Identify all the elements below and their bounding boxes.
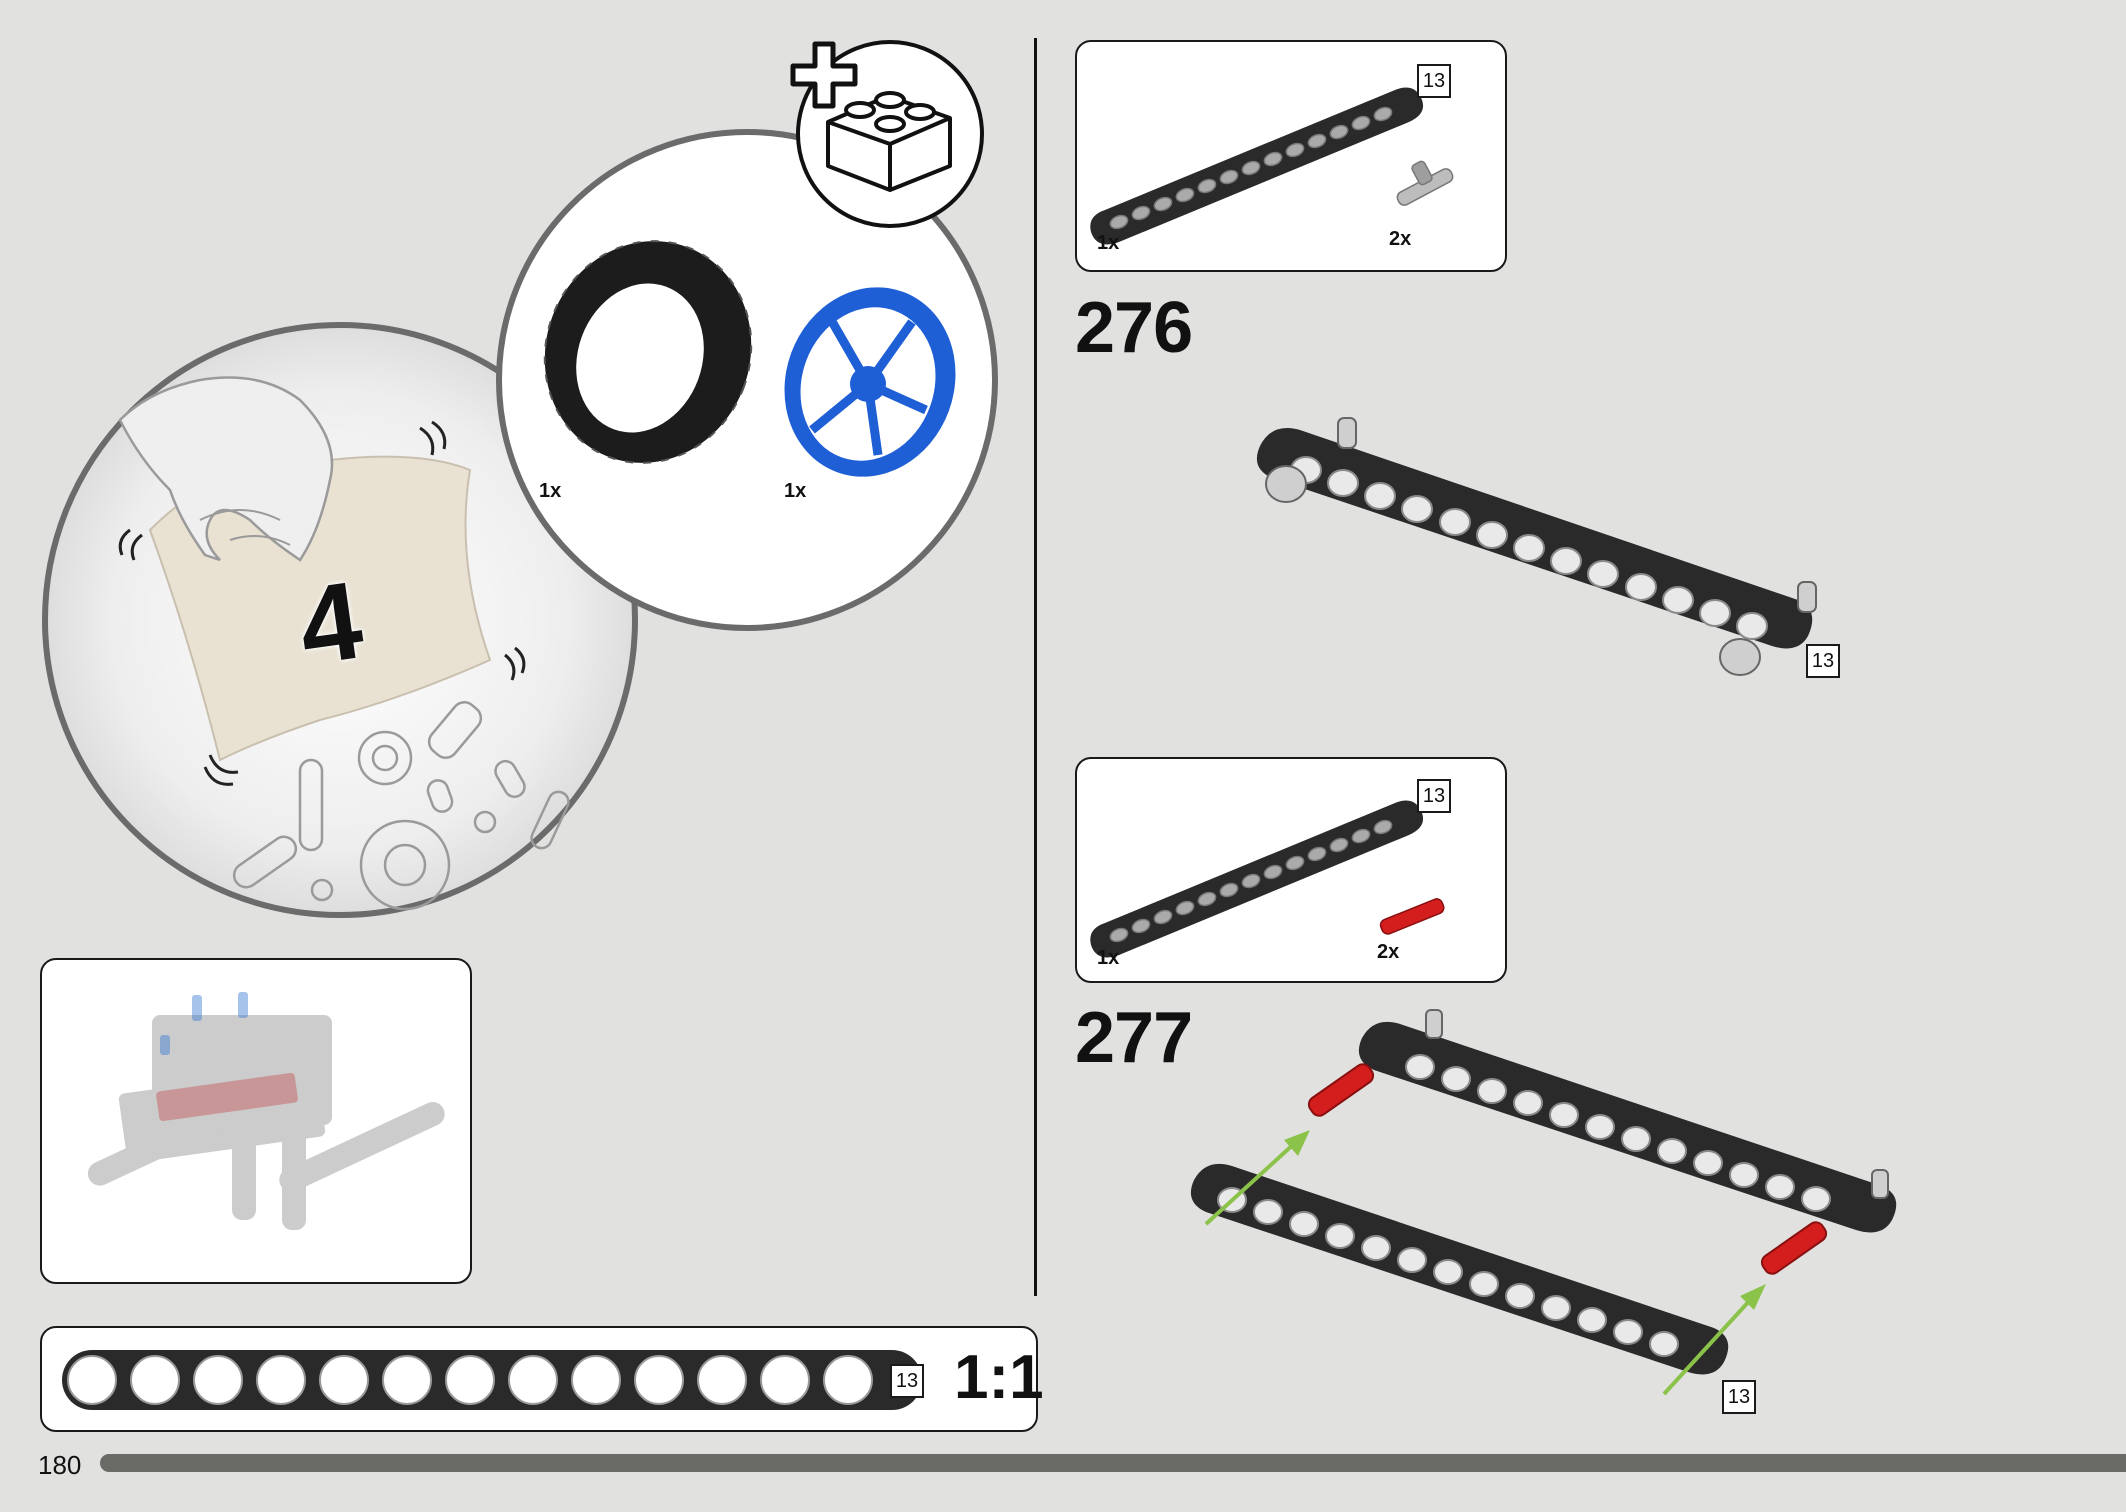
beam-length-label: 13 <box>1417 64 1451 98</box>
beam-length-label: 13 <box>890 1364 924 1398</box>
beam-13-icon <box>1090 800 1424 958</box>
grey-axle-pin-icon <box>1265 417 1817 676</box>
engine-submodel-icon <box>87 992 445 1230</box>
beam-count: 1x <box>1097 947 1120 969</box>
rim-count: 1x <box>784 480 807 502</box>
insert-arrow-icon <box>1662 1284 1766 1396</box>
beam-13-icon <box>62 1350 922 1410</box>
hand-icon <box>118 376 334 562</box>
scale-panel: 13 1:1 <box>40 1326 1044 1432</box>
scale-label: 1:1 <box>954 1343 1044 1412</box>
step-277-parts-panel: 13 1x 2x <box>1075 757 1507 983</box>
red-axle-pin-icon <box>1307 1063 1375 1117</box>
beam-length-label: 13 <box>1806 644 1840 678</box>
red-axle-pin-icon <box>1760 1221 1828 1275</box>
beam-length-label: 13 <box>1722 1380 1756 1414</box>
wheel-rim-icon <box>784 287 956 477</box>
column-divider <box>1034 38 1037 1296</box>
submodel-thumbnail-panel <box>40 958 472 1284</box>
grey-axle-pin-icon <box>1396 160 1454 206</box>
beam-count: 1x <box>1097 232 1120 254</box>
plus-icon <box>790 41 858 109</box>
step-number: 277 <box>1075 998 1193 1078</box>
step-number: 276 <box>1075 288 1193 368</box>
beam-length-label: 13 <box>1417 779 1451 813</box>
tire-count: 1x <box>539 480 562 502</box>
progress-bar <box>100 1454 2126 1472</box>
red-axle-pin-icon <box>1379 898 1445 935</box>
beam-13-icon <box>1090 87 1424 245</box>
step-276-parts-panel: 13 1x 2x <box>1075 40 1507 272</box>
page-number: 180 <box>38 1450 82 1480</box>
tire-icon <box>543 240 753 464</box>
pin-count: 2x <box>1377 941 1400 963</box>
insert-arrow-icon <box>1204 1130 1310 1226</box>
brick-icon <box>826 91 952 192</box>
pin-count: 2x <box>1389 228 1412 250</box>
